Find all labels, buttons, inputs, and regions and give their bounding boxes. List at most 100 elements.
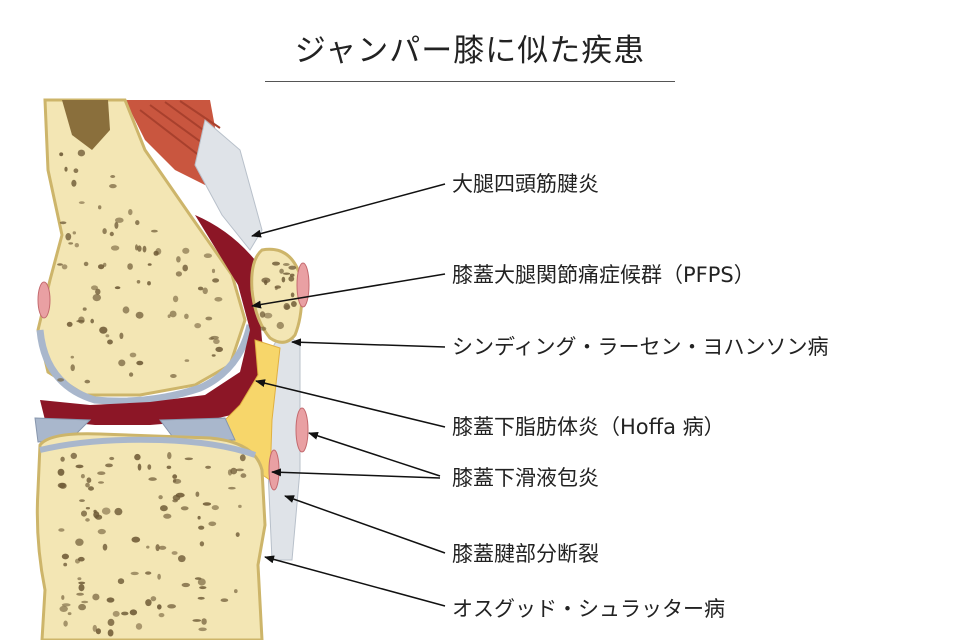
bone-pore xyxy=(150,596,157,602)
bone-pore xyxy=(184,359,190,362)
bone-pore xyxy=(82,307,87,311)
trabecular-pores xyxy=(57,149,297,637)
bone-pore xyxy=(85,518,90,522)
bone-pore xyxy=(68,242,74,245)
bone-pore xyxy=(90,318,94,324)
bone-pore xyxy=(136,280,141,284)
bone-pore xyxy=(228,486,236,490)
label-infrapatellar-bursitis: 膝蓋下滑液包炎 xyxy=(452,466,599,490)
bone-pore xyxy=(129,609,138,616)
bone-pore xyxy=(282,263,290,266)
bone-pore xyxy=(101,507,111,515)
tibia-cartilage xyxy=(39,436,257,458)
label-quadriceps-tendinitis: 大腿四頭筋腱炎 xyxy=(452,172,599,196)
bone-pore xyxy=(119,332,124,339)
label-hoffa-disease: 膝蓋下脂肪体炎（Hoffa 病） xyxy=(452,415,725,439)
bone-pore xyxy=(129,352,137,358)
quadriceps-tendon xyxy=(194,119,263,251)
bone-pore xyxy=(57,482,66,489)
bone-pore xyxy=(73,168,79,173)
bone-pore xyxy=(283,303,290,310)
bone-pore xyxy=(169,310,177,318)
bone-pore xyxy=(98,264,105,270)
bone-pore xyxy=(75,464,84,469)
bone-pore xyxy=(288,265,297,270)
bone-pore xyxy=(78,316,85,324)
bone-pore xyxy=(264,279,268,286)
bone-pore xyxy=(102,543,108,551)
bone-pore xyxy=(97,471,106,476)
bone-pore xyxy=(155,248,162,255)
bone-pore xyxy=(184,313,189,319)
label-pfps: 膝蓋大腿関節痛症候群（PFPS） xyxy=(452,263,755,287)
bone-pore xyxy=(260,326,267,331)
bone-pore xyxy=(220,598,229,602)
bone-pore xyxy=(211,354,216,357)
superficial-infrapatellar-bursa xyxy=(295,407,309,453)
title-underline xyxy=(265,81,675,82)
femur-medullary-cavity xyxy=(62,100,110,150)
bone-pore xyxy=(61,264,68,270)
bone-pore xyxy=(97,528,106,535)
label-osgood-schlatter: オスグッド・シュラッター病 xyxy=(452,597,725,621)
bone-pore xyxy=(198,627,207,632)
bone-pore xyxy=(61,595,65,600)
posterior-bursa xyxy=(37,281,51,319)
bone-pore xyxy=(109,231,114,237)
bone-pore xyxy=(106,597,115,603)
bone-pore xyxy=(91,285,98,291)
bone-pore xyxy=(114,507,123,516)
bone-pore xyxy=(166,465,172,469)
bone-pore xyxy=(58,528,65,532)
bone-pore xyxy=(214,297,223,302)
bone-pore xyxy=(212,278,220,283)
arrow-partial-tear xyxy=(284,495,446,554)
bone-pore xyxy=(163,513,172,519)
bone-pore xyxy=(110,175,116,178)
bone-pore xyxy=(201,618,207,625)
bone-pore xyxy=(157,604,162,610)
arrow-sinding-larsen-johansson xyxy=(291,338,446,348)
bone-pore xyxy=(79,499,85,502)
bone-pore xyxy=(107,618,115,627)
bone-pore xyxy=(276,321,284,330)
prepatellar-bursa xyxy=(296,262,310,308)
bone-pore xyxy=(109,456,115,461)
bone-pore xyxy=(211,268,216,274)
bone-pore xyxy=(197,286,204,291)
bone-pore xyxy=(72,231,77,235)
bone-pore xyxy=(95,628,101,635)
bone-pore xyxy=(167,452,172,460)
bone-pore xyxy=(279,268,284,274)
bone-pore xyxy=(288,276,295,282)
bone-pore xyxy=(198,525,205,530)
label-patellar-tendon-partial-tear: 膝蓋腱部分断裂 xyxy=(452,542,599,566)
bone-pore xyxy=(175,271,182,277)
bone-pore xyxy=(263,312,273,319)
page-title: ジャンパー膝に似た疾患 xyxy=(294,33,646,69)
bone-pore xyxy=(175,492,185,498)
bone-pore xyxy=(208,521,217,527)
bone-pore xyxy=(213,338,220,344)
bone-pore xyxy=(109,184,117,189)
bone-pore xyxy=(158,495,163,500)
bone-pore xyxy=(98,205,102,210)
bone-pore xyxy=(81,600,89,604)
bone-pore xyxy=(66,321,73,327)
bone-pore xyxy=(92,624,98,632)
bone-pore xyxy=(114,221,119,229)
bone-pore xyxy=(78,603,86,611)
bone-pore xyxy=(81,510,87,517)
bone-pore xyxy=(291,301,297,307)
bone-pore xyxy=(131,536,141,543)
arrow-hoffa xyxy=(255,379,446,428)
bone-pore xyxy=(272,261,280,266)
bone-pore xyxy=(71,179,77,187)
bone-pore xyxy=(77,577,82,581)
femur-bone xyxy=(36,98,247,397)
bone-pore xyxy=(195,491,200,497)
bone-pore xyxy=(170,374,177,378)
bone-pore xyxy=(197,515,201,520)
bone-pore xyxy=(107,629,114,637)
bone-pore xyxy=(199,586,207,590)
